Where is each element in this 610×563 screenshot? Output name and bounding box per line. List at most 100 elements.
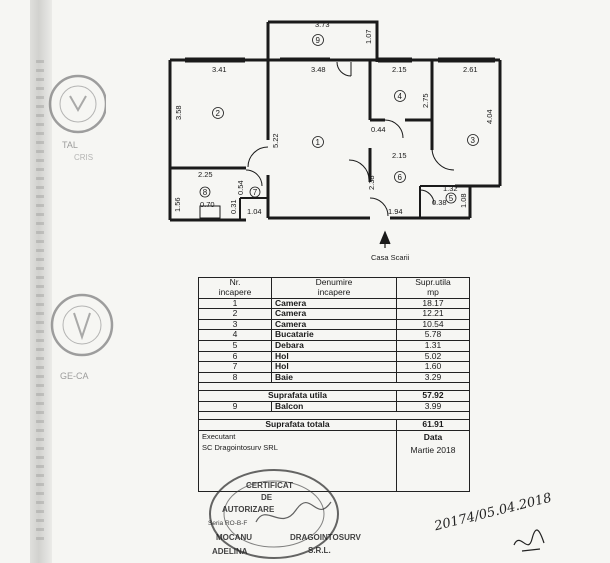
- left-seal-bottom: GE-CA: [50, 293, 114, 381]
- balcon-name: Balcon: [271, 400, 397, 413]
- svg-text:7: 7: [253, 188, 258, 197]
- signature-scribble: [255, 501, 332, 523]
- room-nr: 7: [198, 361, 272, 373]
- svg-text:CRIS: CRIS: [74, 153, 93, 162]
- room-area: 12.21: [396, 308, 470, 320]
- data-cell: Data Martie 2018: [396, 430, 470, 493]
- rooms-table: Nr. incapere Denumire incapere Supr.util…: [198, 277, 470, 493]
- dim-room2-width: 3.41: [212, 65, 227, 74]
- room-area: 1.60: [396, 361, 470, 373]
- svg-text:8: 8: [203, 188, 208, 197]
- stamp-line1: CERTIFICAT: [246, 481, 293, 490]
- stamp-line2: DE: [261, 493, 273, 502]
- balcon-area: 3.99: [396, 400, 470, 413]
- room-area: 18.17: [396, 297, 470, 310]
- room-area: 1.31: [396, 339, 470, 352]
- dim-debara-108: 1.08: [459, 193, 468, 208]
- room-marker-4: 4: [394, 90, 406, 102]
- room-nr: 2: [198, 308, 272, 320]
- dim-hol7-104: 1.04: [247, 207, 262, 216]
- room-name: Baie: [271, 371, 397, 384]
- room-area: 5.02: [396, 350, 470, 363]
- room-marker-6: 6: [394, 171, 406, 183]
- dim-room3-height: 4.04: [485, 109, 494, 124]
- room-nr: 4: [198, 329, 272, 341]
- room-nr: 8: [198, 371, 272, 384]
- room-marker-5: 5: [445, 192, 457, 204]
- suprafata-totala-row: Suprafata totala 61.91: [198, 419, 470, 432]
- data-value: Martie 2018: [410, 445, 456, 456]
- dim-room1-height: 5.22: [271, 133, 280, 148]
- header-nr: Nr. incapere: [198, 277, 272, 299]
- dim-baie-070: 0.70: [200, 200, 215, 209]
- header-supr: Supr.utila mp: [396, 277, 470, 299]
- svg-text:5: 5: [449, 194, 454, 203]
- stamp-line7: DRAGOINTOSURV: [290, 533, 361, 542]
- suprafata-totala-label: Suprafata totala: [198, 419, 397, 432]
- svg-text:3: 3: [471, 136, 476, 145]
- authorization-stamp: CERTIFICAT DE AUTORIZARE Seria RO-B-F MO…: [208, 469, 361, 559]
- stamp-line5: MOCANU: [216, 533, 252, 542]
- room-area: 5.78: [396, 329, 470, 341]
- room-name: Hol: [271, 361, 397, 373]
- dim-balcon-width: 3.73: [315, 20, 330, 29]
- room-marker-2: 2: [212, 107, 224, 119]
- room-name: Hol: [271, 350, 397, 363]
- header-denumire: Denumire incapere: [271, 277, 397, 299]
- dim-hol-width: 2.15: [392, 151, 407, 160]
- dim-balcon-depth: 1.07: [364, 29, 373, 44]
- dim-room1-width: 3.48: [311, 65, 326, 74]
- dim-baie-width: 2.25: [198, 170, 213, 179]
- dim-room2-height: 3.58: [174, 105, 183, 120]
- dim-hol-238: 2.38: [367, 175, 376, 190]
- balcon-nr: 9: [198, 400, 272, 413]
- dim-debara-132: 1.32: [443, 184, 458, 193]
- suprafata-totala-value: 61.91: [396, 419, 470, 432]
- dim-room4-height: 2.75: [421, 93, 430, 108]
- room-nr: 3: [198, 318, 272, 331]
- svg-text:4: 4: [398, 92, 403, 101]
- stamp-line4: Seria RO-B-F: [208, 520, 247, 527]
- dim-room3-width: 2.61: [463, 65, 478, 74]
- room-nr: 5: [198, 339, 272, 352]
- room-name: Bucatarie: [271, 329, 397, 341]
- svg-text:GE-CA: GE-CA: [60, 371, 89, 381]
- dim-room4-width: 2.15: [392, 65, 407, 74]
- room-name: Debara: [271, 339, 397, 352]
- dim-entry-194: 1.94: [388, 207, 403, 216]
- room-area: 3.29: [396, 371, 470, 384]
- room-marker-9: 9: [312, 34, 324, 46]
- room-name: Camera: [271, 318, 397, 331]
- left-seal-top: TAL CRIS: [48, 74, 106, 162]
- room-name: Camera: [271, 297, 397, 310]
- scan-binding-marks: [36, 60, 44, 540]
- room-marker-3: 3: [467, 134, 479, 146]
- data-label: Data: [423, 432, 443, 443]
- room-marker-8: 8: [199, 186, 211, 198]
- svg-text:1: 1: [316, 138, 321, 147]
- svg-text:9: 9: [316, 36, 321, 45]
- dim-hol7-w: 0.54: [236, 180, 245, 195]
- room-nr: 1: [198, 297, 272, 310]
- suprafata-utila-row: Suprafata utila 57.92: [198, 390, 470, 402]
- stamp-line3: AUTORIZARE: [222, 505, 275, 514]
- dim-baie-height: 1.56: [173, 197, 182, 212]
- handwritten-signature: [513, 529, 545, 552]
- room-nr: 6: [198, 350, 272, 363]
- executant-label: Executant: [202, 432, 236, 442]
- room-name: Camera: [271, 308, 397, 320]
- suprafata-utila-label: Suprafata utila: [198, 390, 397, 402]
- dim-wall-044: 0.44: [371, 125, 386, 134]
- scan-shadow: [30, 0, 52, 563]
- stamp-line8: S.R.L.: [308, 546, 331, 555]
- dim-baie-031: 0.31: [229, 199, 238, 214]
- room-marker-1: 1: [312, 136, 324, 148]
